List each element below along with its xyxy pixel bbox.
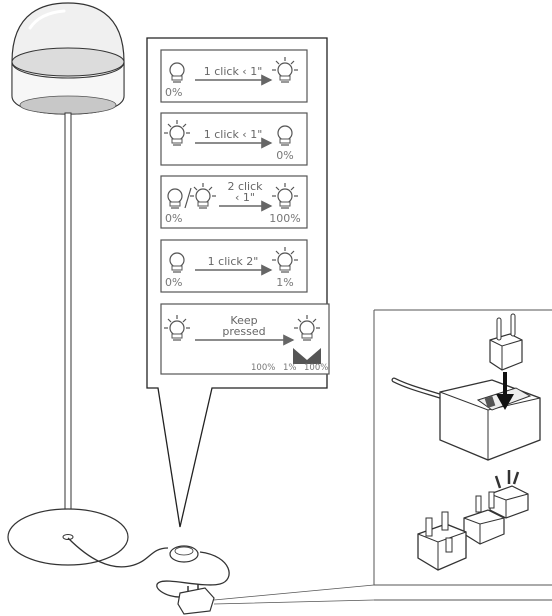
from-level-label: 0% xyxy=(165,276,182,289)
to-level-label: 0% xyxy=(276,149,293,162)
lamp-base xyxy=(7,508,129,566)
instruction-panel-4: 1 click 2" 0% 1% xyxy=(160,239,308,293)
adapter-detail-callout xyxy=(213,309,552,605)
instruction-panel-1: 1 click ‹ 1" 0% xyxy=(160,49,308,103)
bulb-off-icon xyxy=(167,188,183,209)
bulb-off-icon xyxy=(277,125,293,146)
us-plug xyxy=(463,491,505,545)
action-label: pressed xyxy=(222,325,265,338)
dim-level-label: 100% xyxy=(251,363,275,373)
dimming-cycle-icon xyxy=(293,348,321,364)
bulb-off-icon xyxy=(169,62,185,83)
adapter-detail xyxy=(391,313,541,571)
action-label: 2 click xyxy=(227,180,263,193)
bulb-on-icon xyxy=(294,315,320,341)
eu-plug-insert xyxy=(489,313,523,371)
instruction-panel-2: 1 click ‹ 1" 0% xyxy=(160,112,308,166)
bulb-on-icon xyxy=(190,183,216,209)
power-adapter xyxy=(439,379,541,461)
small-power-adapter xyxy=(177,584,215,615)
dim-level-label: 1% xyxy=(283,363,297,373)
action-label: 1 click 2" xyxy=(208,255,259,268)
uk-plug xyxy=(417,511,467,571)
bulb-on-icon xyxy=(272,247,298,273)
to-level-label: 1% xyxy=(276,276,293,289)
foot-switch xyxy=(169,545,199,563)
slash-divider xyxy=(184,187,192,209)
lamp-dome xyxy=(11,2,125,115)
instruction-panel-3: 2 click‹ 1" 0% 100% xyxy=(160,175,308,229)
from-level-label: 0% xyxy=(165,86,182,99)
bulb-on-icon xyxy=(272,57,298,83)
au-plug xyxy=(489,470,529,519)
power-cable xyxy=(67,537,230,598)
bulb-on-icon xyxy=(164,315,190,341)
bulb-on-icon xyxy=(272,183,298,209)
bulb-on-icon xyxy=(164,120,190,146)
action-label: Keep xyxy=(230,314,257,327)
to-level-label: 100% xyxy=(269,212,300,225)
insert-arrow-icon xyxy=(496,372,514,410)
instruction-panels: 1 click ‹ 1" 0% 1 click ‹ 1" 0% 2 click‹ 1" 0… xyxy=(160,49,330,375)
from-level-label: 0% xyxy=(165,212,182,225)
action-label: 1 click ‹ 1" xyxy=(204,65,263,78)
action-label: 1 click ‹ 1" xyxy=(204,128,263,141)
floor-lamp xyxy=(7,2,129,566)
lamp-pole xyxy=(64,112,72,534)
dim-level-label: 100% xyxy=(304,363,328,373)
action-label: ‹ 1" xyxy=(235,191,255,204)
bulb-off-icon xyxy=(169,252,185,273)
